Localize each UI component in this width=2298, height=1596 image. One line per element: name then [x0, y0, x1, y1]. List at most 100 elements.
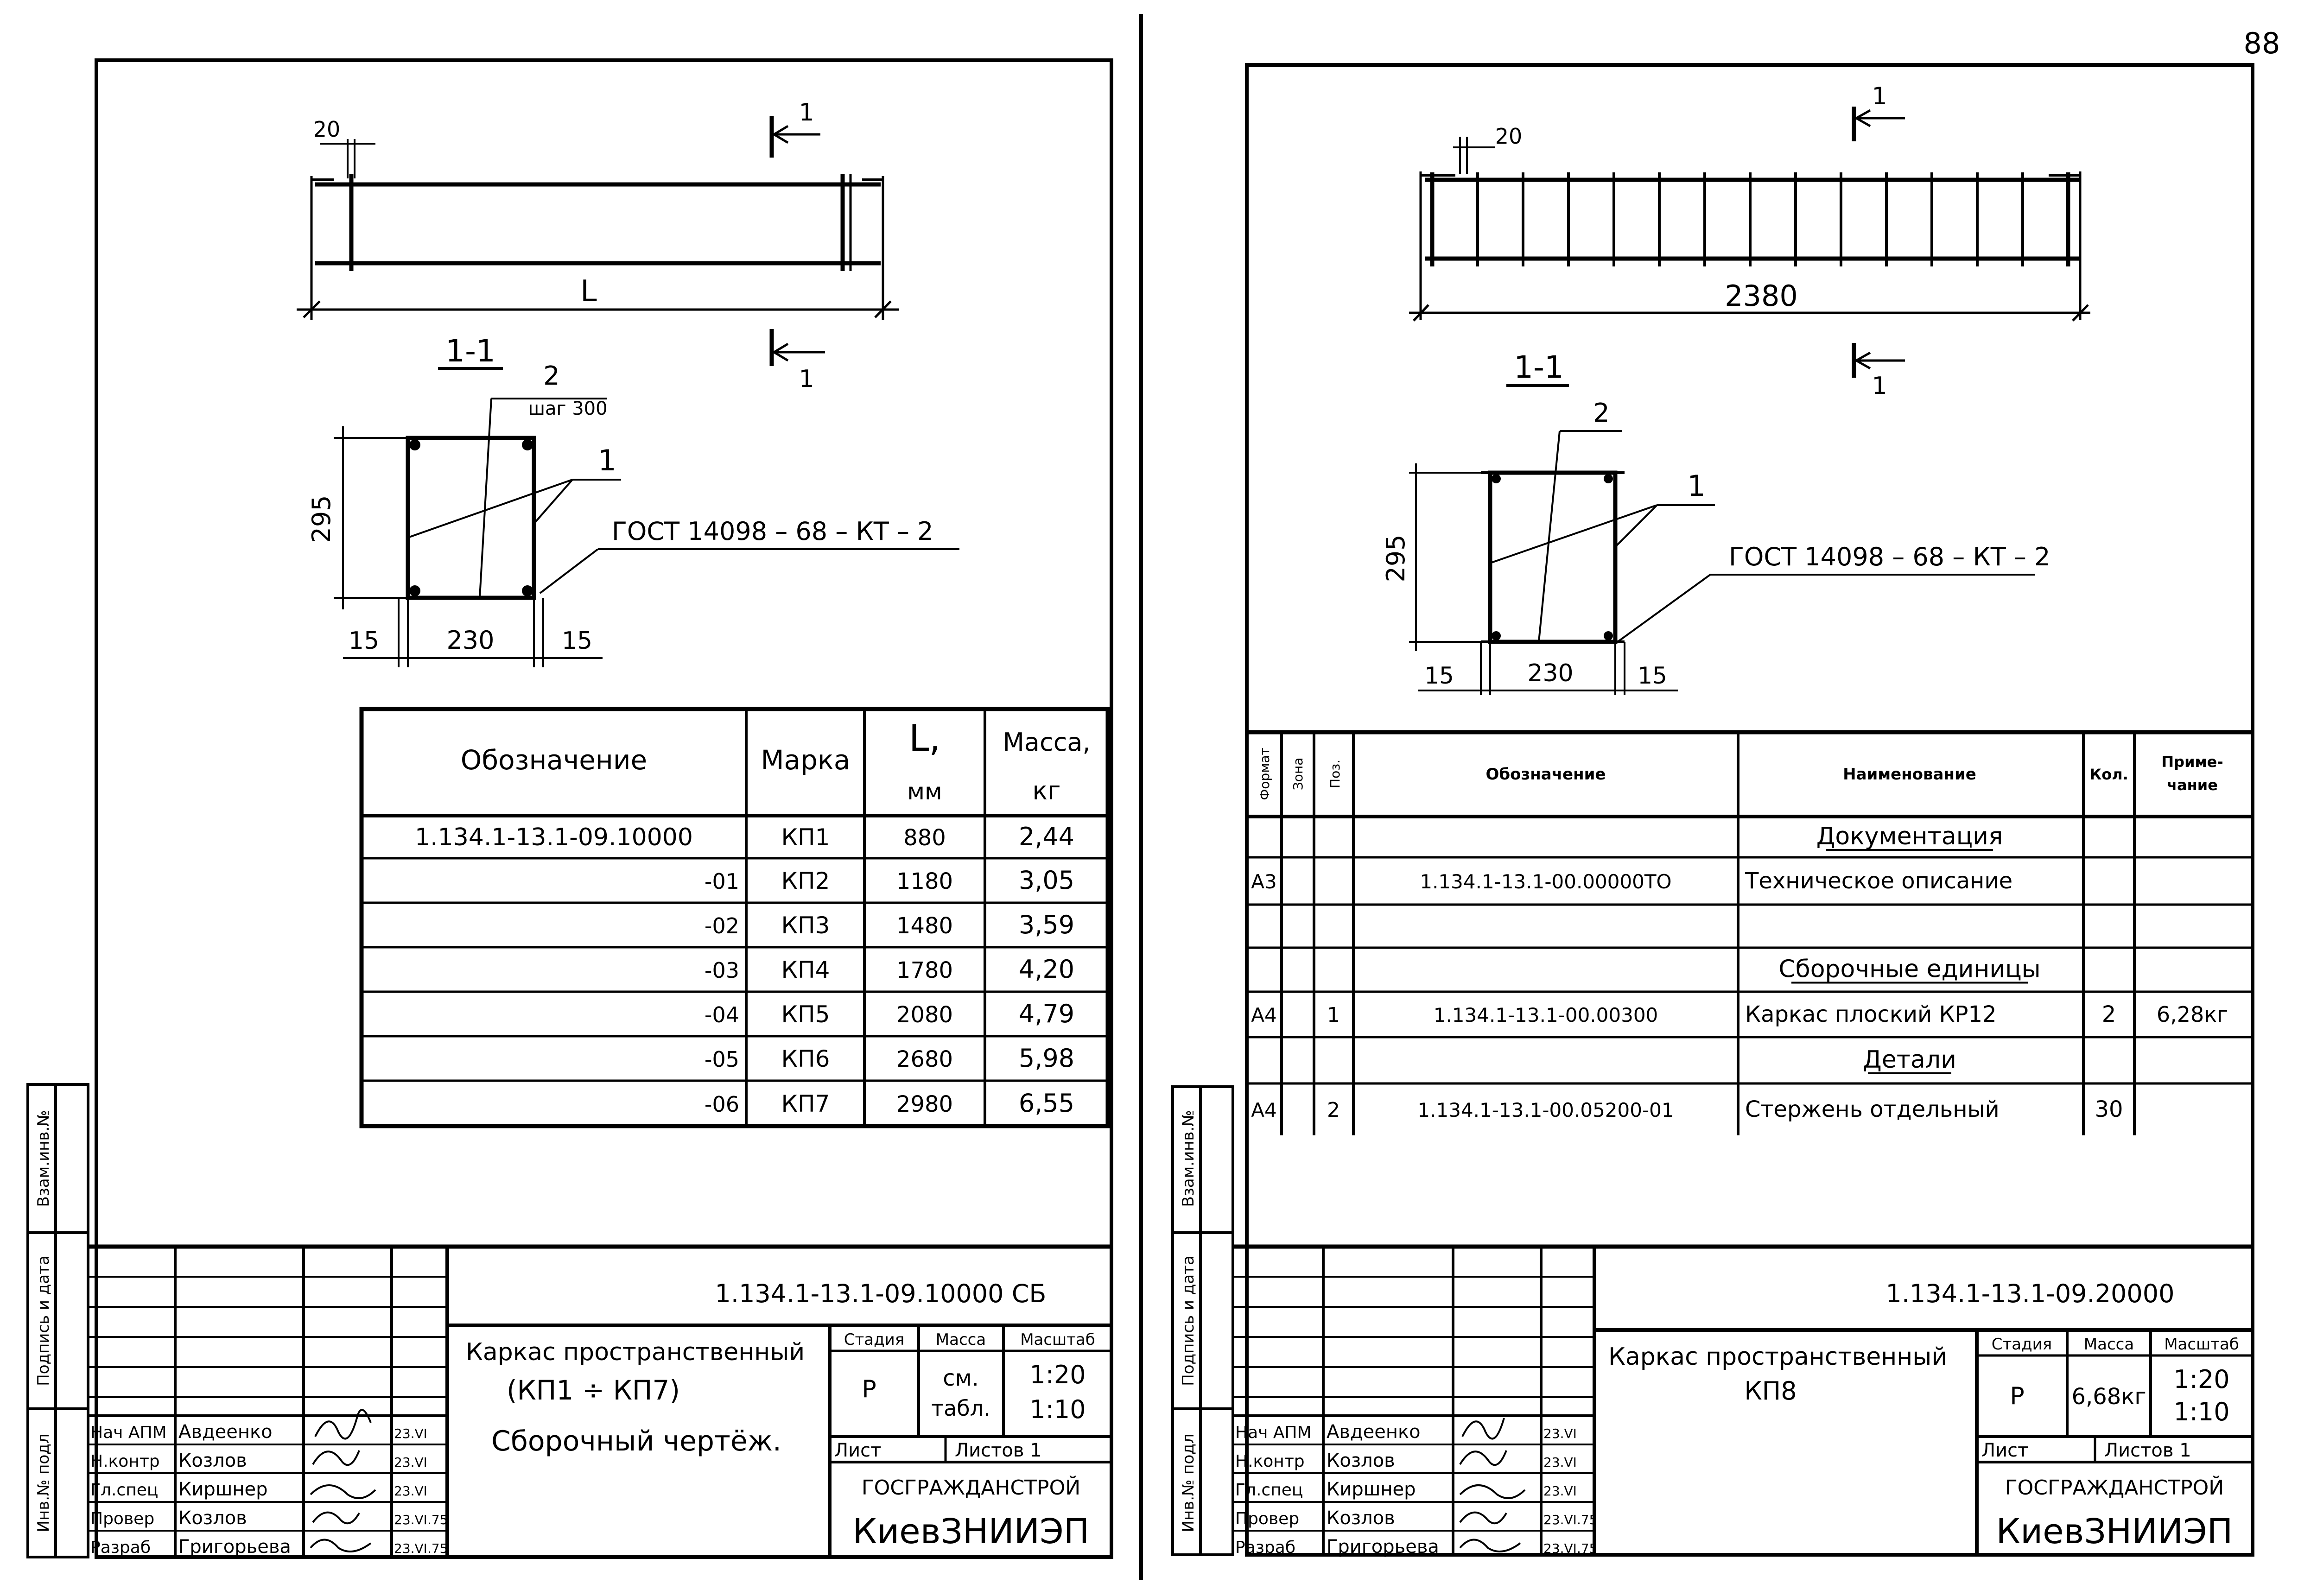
signature-surname: Авдеенко	[1327, 1421, 1421, 1443]
right-stage-value: Р	[2010, 1382, 2024, 1410]
right-section-mark-bottom: 1	[1872, 372, 1887, 400]
signature-role: Н.контр	[90, 1452, 160, 1471]
spec-header-pos: Поз.	[1327, 760, 1343, 788]
table-cell-mass: 4,20	[1019, 955, 1074, 984]
spec-header-format: Формат	[1257, 747, 1272, 800]
signature-date: 23.VI	[394, 1426, 427, 1441]
spec-cell-format: А4	[1251, 1004, 1276, 1026]
table-header-mass-unit: кг	[1033, 776, 1061, 805]
spec-cell-format: А3	[1251, 870, 1276, 893]
right-length-label: 2380	[1725, 279, 1798, 313]
left-institute-name: КиевЗНИИЭП	[853, 1512, 1090, 1552]
left-length-label: L	[580, 274, 597, 309]
table-header-mass: Масса,	[1003, 728, 1090, 757]
signature-role: Гл.спец	[90, 1481, 158, 1500]
spec-cell-format: А4	[1251, 1099, 1276, 1121]
left-sheet-label: Лист	[834, 1440, 881, 1461]
left-section-title: 1-1	[445, 333, 495, 369]
signature-role: Провер	[90, 1509, 154, 1528]
signature-date: 23.VI.75	[1543, 1541, 1597, 1556]
margin-label-vzam: Взам.инв.№	[34, 1110, 53, 1207]
table-cell-length: 1480	[896, 913, 953, 939]
right-weld-label: ГОСТ 14098 – 68 – КТ – 2	[1729, 542, 2050, 571]
spec-cell-designation: 1.134.1-13.1-00.00300	[1434, 1004, 1658, 1026]
margin-label-signature: Подпись и дата	[34, 1255, 53, 1386]
signature-date: 23.VI.75	[1543, 1512, 1597, 1527]
table-cell-mark: КП2	[781, 868, 830, 894]
signature-date: 23.VI.75	[394, 1541, 448, 1556]
left-pos1-label: 1	[598, 443, 616, 477]
left-section-mark-top: 1	[799, 99, 814, 127]
signature-surname: Григорьева	[178, 1536, 291, 1558]
left-elevation-view: L 20 1 1	[297, 99, 899, 393]
right-section-mark-top: 1	[1872, 82, 1887, 110]
table-cell-designation: -03	[705, 958, 739, 983]
signature-date: 23.VI	[1543, 1483, 1577, 1499]
left-sheet: Взам.инв.№ Подпись и дата Инв.№ подл L 2…	[26, 58, 1113, 1559]
left-mass-value1: см.	[943, 1365, 979, 1391]
signature-role: Н.контр	[1235, 1452, 1305, 1471]
table-cell-designation: 1.134.1-13.1-09.10000	[415, 823, 693, 851]
left-scale-value1: 1:20	[1029, 1360, 1086, 1389]
spec-header-zone: Зона	[1290, 758, 1306, 791]
right-rungs	[1430, 172, 2070, 266]
table-cell-length: 1780	[896, 957, 953, 983]
spec-cell-pos: 1	[1327, 1003, 1340, 1027]
right-edge-dim-left: 15	[1424, 662, 1454, 689]
right-elevation-view: 2380 20 1 1	[1409, 82, 2090, 400]
left-end-dim: 20	[313, 117, 341, 142]
table-cell-length: 1180	[896, 868, 953, 894]
right-mass-value: 6,68кг	[2071, 1384, 2146, 1410]
table-cell-mass: 4,79	[1019, 999, 1074, 1028]
table-header-length: L,	[909, 718, 940, 760]
left-title-block: 1.134.1-13.1-09.10000 СБ Каркас простран…	[88, 1244, 1111, 1558]
signature-surname: Авдеенко	[178, 1421, 273, 1443]
spec-cell-qty: 30	[2095, 1096, 2123, 1122]
right-margin-label-inv: Инв.№ подл	[1179, 1434, 1198, 1533]
spec-cell-name: Каркас плоский КР12	[1745, 1001, 1997, 1027]
spec-section-heading: Детали	[1863, 1046, 1956, 1074]
signature-surname: Козлов	[1327, 1450, 1395, 1471]
spec-header-note2: чание	[2167, 776, 2218, 794]
left-mass-header: Масса	[936, 1330, 986, 1349]
right-scale-value2: 1:10	[2173, 1397, 2229, 1426]
signature-role: Нач АПМ	[90, 1423, 167, 1442]
table-cell-length: 2980	[896, 1091, 953, 1117]
left-section-view: 1-1 2 шаг 300 1 ГОСТ 14098 – 68 – КТ – 2…	[307, 333, 959, 667]
margin-label-inv: Инв.№ подл	[34, 1434, 53, 1533]
left-stage-value: Р	[862, 1375, 876, 1403]
right-section-title: 1-1	[1514, 349, 1564, 385]
spec-cell-designation: 1.134.1-13.1-00.00000ТО	[1420, 870, 1671, 893]
right-pos1-label: 1	[1687, 469, 1705, 503]
signature-date: 23.VI	[394, 1483, 427, 1499]
left-edge-dim-right: 15	[562, 627, 592, 655]
right-doc-code: 1.134.1-13.1-09.20000	[1886, 1279, 2175, 1308]
signature-surname: Киршнер	[178, 1479, 268, 1500]
table-cell-designation: -01	[705, 869, 739, 894]
table-cell-mark: КП7	[781, 1090, 830, 1117]
spec-cell-name: Техническое описание	[1745, 868, 2012, 894]
right-edge-dim-right: 15	[1638, 662, 1667, 689]
signature-role: Гл.спец	[1235, 1481, 1303, 1500]
page-number: 88	[2244, 26, 2280, 60]
right-margin-label-vzam: Взам.инв.№	[1179, 1110, 1198, 1207]
right-mass-header: Масса	[2084, 1335, 2134, 1354]
left-scale-header: Масштаб	[1020, 1330, 1095, 1349]
left-height-dim: 295	[307, 495, 336, 543]
table-cell-mark: КП5	[781, 1001, 830, 1028]
signature-date: 23.VI.75	[394, 1512, 448, 1527]
table-cell-mass: 3,59	[1019, 910, 1074, 939]
spec-header-qty: Кол.	[2089, 766, 2128, 783]
table-cell-mass: 6,55	[1019, 1089, 1074, 1118]
left-section-mark-bottom: 1	[799, 365, 814, 393]
spec-cell-note: 6,28кг	[2157, 1002, 2228, 1027]
left-weld-label: ГОСТ 14098 – 68 – КТ – 2	[612, 517, 933, 546]
left-signatures	[310, 1409, 376, 1552]
right-org-name: ГОСГРАЖДАНСТРОЙ	[2005, 1475, 2224, 1500]
left-scale-value2: 1:10	[1029, 1395, 1086, 1424]
right-scale-value1: 1:20	[2173, 1365, 2229, 1394]
right-sheet: Взам.инв.№ Подпись и дата Инв.№ подл 238…	[1171, 63, 2254, 1558]
left-org-name: ГОСГРАЖДАНСТРОЙ	[862, 1475, 1080, 1500]
